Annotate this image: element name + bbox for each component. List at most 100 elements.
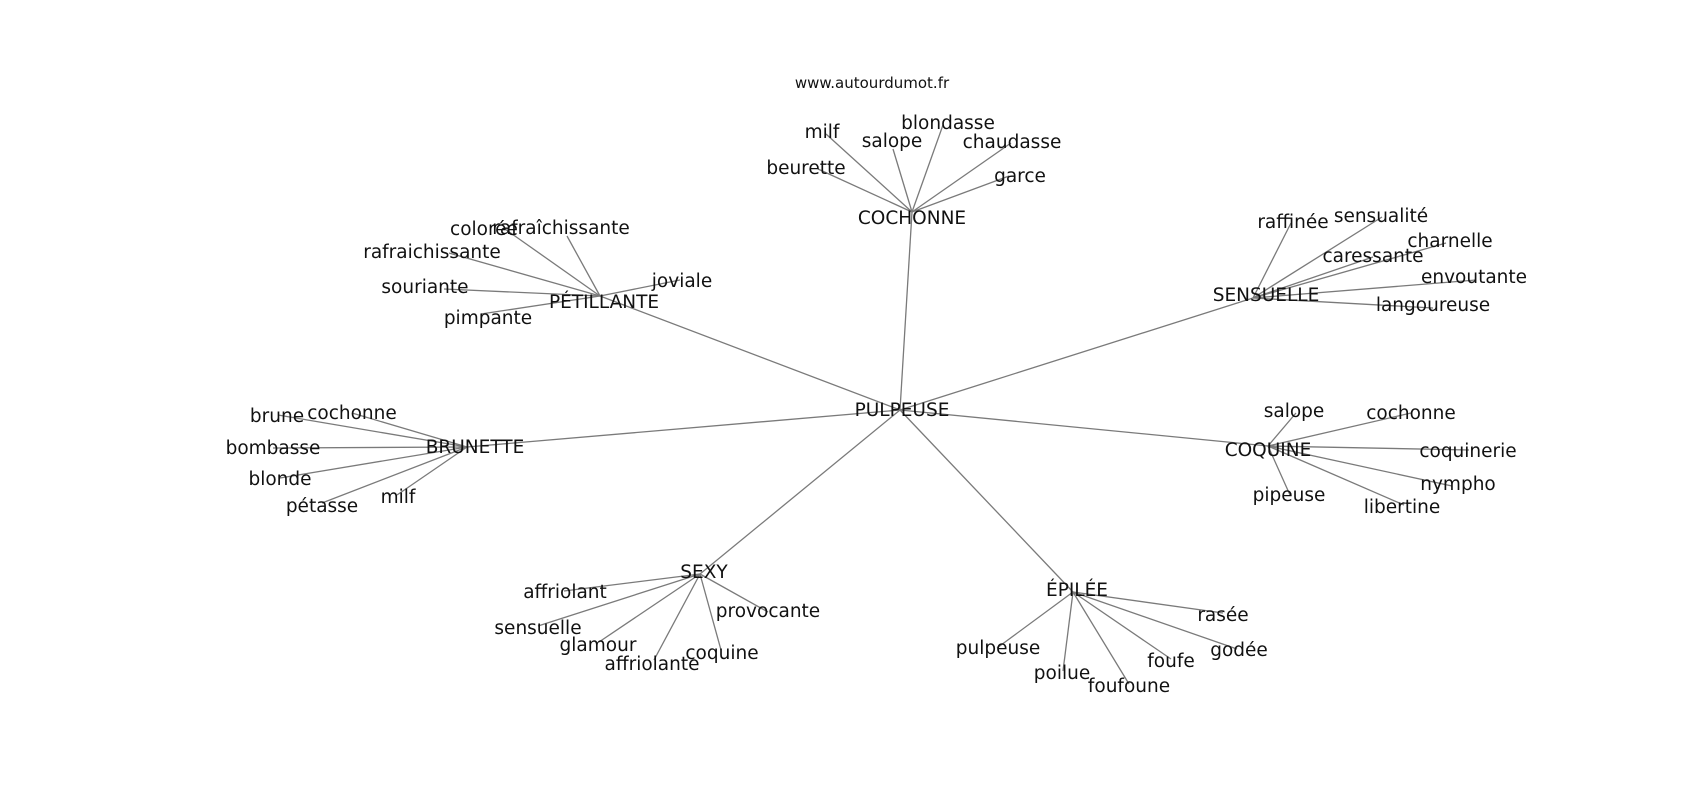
leaf-node-sensuelle: sensuelle <box>494 618 581 639</box>
leaf-node-pipeuse: pipeuse <box>1253 485 1326 506</box>
leaf-node-rasee: rasée <box>1197 605 1248 626</box>
leaf-node-rafraichissante: rafraîchissante <box>492 218 630 239</box>
edge-sensuelle-raffinee <box>1252 222 1292 299</box>
leaf-node-beurette: beurette <box>766 158 845 179</box>
leaf-node-coquinerie: coquinerie <box>1419 441 1516 462</box>
edge-pulpeuse-epilee <box>899 409 1074 593</box>
edge-cochonne-milf <box>825 133 913 213</box>
leaf-node-bombasse: bombasse <box>226 438 321 459</box>
leaf-node-petasse: pétasse <box>286 496 358 517</box>
leaf-node-affriolante: affriolante <box>605 654 700 675</box>
leaf-node-nympho: nympho <box>1420 474 1495 495</box>
leaf-node-libertine: libertine <box>1364 497 1441 518</box>
hub-node-sensuelle: SENSUELLE <box>1213 285 1320 306</box>
leaf-node-coloree: colorée <box>450 219 518 240</box>
edge-brunette-cochonne <box>351 412 468 448</box>
leaf-node-cochonne: cochonne <box>307 403 397 424</box>
edge-cochonne-chaudasse <box>911 142 1012 213</box>
leaf-node-chaudasse: chaudasse <box>963 132 1062 153</box>
leaf-node-langoureuse: langoureuse <box>1376 295 1490 316</box>
leaf-node-charnelle: charnelle <box>1407 231 1492 252</box>
leaf-node-souriante: souriante <box>381 277 468 298</box>
edge-pulpeuse-cochonne <box>899 211 913 411</box>
edge-sensuelle-sensualite <box>1252 216 1383 299</box>
leaf-node-rafraichissante: rafraichissante <box>363 242 501 263</box>
leaf-node-caressante: caressante <box>1322 246 1423 267</box>
leaf-node-garce: garce <box>994 166 1046 187</box>
edge-sensuelle-charnelle <box>1252 242 1447 299</box>
edge-epilee-rasee <box>1072 591 1224 614</box>
leaf-node-godee: godée <box>1210 640 1268 661</box>
edge-petillante-joviale <box>599 279 681 297</box>
leaf-node-foufe: foufe <box>1147 651 1194 672</box>
hub-node-epilee: ÉPILÉE <box>1046 579 1108 601</box>
leaf-node-foufoune: foufoune <box>1088 676 1170 697</box>
edge-sensuelle-envoutante <box>1252 279 1477 299</box>
edge-sexy-glamour <box>598 573 701 643</box>
edge-epilee-foufe <box>1072 591 1172 660</box>
leaf-node-brune: brune <box>250 406 304 427</box>
edge-coquine-coquinerie <box>1267 445 1470 451</box>
hub-node-cochonne: COCHONNE <box>858 208 966 229</box>
leaf-node-milf: milf <box>805 122 840 143</box>
leaf-node-blondasse: blondasse <box>901 113 995 134</box>
edge-epilee-foufoune <box>1072 591 1130 685</box>
edge-coquine-pipeuse <box>1267 445 1291 496</box>
leaf-node-milf: milf <box>381 487 416 508</box>
leaf-node-affriolant: affriolant <box>523 582 607 603</box>
hub-node-brunette: BRUNETTE <box>426 437 525 458</box>
leaf-node-sensualite: sensualité <box>1334 206 1428 227</box>
edge-coquine-libertine <box>1267 445 1405 506</box>
edge-brunette-brune <box>277 414 468 448</box>
edge-sexy-affriolant <box>563 573 701 592</box>
edge-brunette-blonde <box>279 446 468 479</box>
edge-pulpeuse-brunette <box>466 409 901 448</box>
edge-petillante-coloree <box>504 228 601 297</box>
edge-epilee-pulpeuse <box>996 591 1074 649</box>
leaf-node-envoutante: envoutante <box>1421 267 1527 288</box>
leaf-node-pimpante: pimpante <box>444 308 532 329</box>
edge-brunette-bombasse <box>272 446 468 449</box>
edge-cochonne-blondasse <box>911 124 944 213</box>
leaf-node-raffinee: raffinée <box>1257 212 1328 233</box>
edge-pulpeuse-sensuelle <box>899 297 1254 411</box>
edge-petillante-pimpante <box>480 295 601 315</box>
hub-node-coquine: COQUINE <box>1225 440 1312 461</box>
leaf-node-joviale: joviale <box>651 271 712 292</box>
edge-brunette-milf <box>396 446 468 496</box>
leaf-node-provocante: provocante <box>716 601 820 622</box>
leaf-node-salope: salope <box>862 131 923 152</box>
edge-brunette-petasse <box>321 446 468 504</box>
edge-epilee-godee <box>1072 591 1238 650</box>
leaf-node-pulpeuse: pulpeuse <box>956 638 1040 659</box>
edge-pulpeuse-petillante <box>599 295 901 411</box>
graph-edges <box>272 124 1477 685</box>
leaf-node-glamour: glamour <box>560 635 637 656</box>
edge-sexy-sensuelle <box>537 573 701 627</box>
hub-node-petillante: PÉTILLANTE <box>549 291 659 313</box>
leaf-node-poilue: poilue <box>1034 663 1090 684</box>
edge-cochonne-salope <box>892 148 913 213</box>
edge-coquine-cochonne <box>1267 412 1412 447</box>
edge-pulpeuse-sexy <box>699 409 901 575</box>
edge-petillante-rafraichissante <box>566 235 601 297</box>
leaf-node-cochonne: cochonne <box>1366 403 1456 424</box>
leaf-node-coquine: coquine <box>685 643 758 664</box>
edge-petillante-rafraichissante <box>448 252 601 297</box>
leaf-node-salope: salope <box>1264 401 1325 422</box>
site-url: www.autourdumot.fr <box>795 74 950 92</box>
center-node-label: PULPEUSE <box>855 400 950 421</box>
edge-coquine-salope <box>1267 412 1297 447</box>
edge-sensuelle-langoureuse <box>1252 297 1434 309</box>
edge-sensuelle-caressante <box>1252 256 1374 299</box>
edge-coquine-nympho <box>1267 445 1453 487</box>
edge-cochonne-garce <box>911 175 1010 213</box>
edge-pulpeuse-coquine <box>899 409 1269 447</box>
edge-sexy-provocante <box>699 573 769 613</box>
hub-node-sexy: SEXY <box>680 562 728 583</box>
leaf-node-blonde: blonde <box>248 469 311 490</box>
edge-sexy-affriolante <box>653 573 701 661</box>
edge-petillante-souriante <box>443 288 601 297</box>
